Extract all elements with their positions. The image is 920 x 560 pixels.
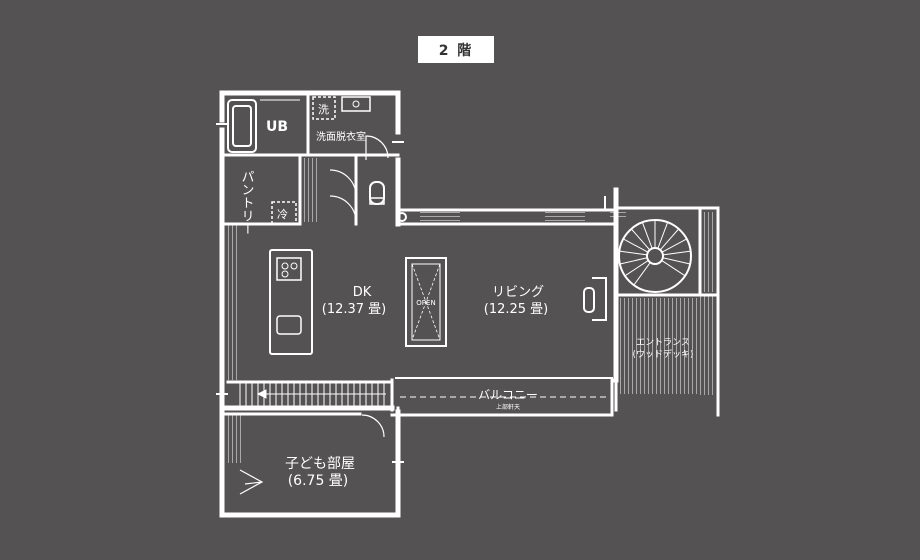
living-area: (12.25 畳) [484, 302, 549, 317]
ub-label: UB [266, 119, 288, 135]
spiral-step [641, 222, 653, 249]
spiral-step [619, 250, 648, 256]
spiral-step [662, 250, 691, 256]
fridge-space [271, 201, 297, 225]
hatched-elements [226, 158, 716, 463]
washer-mark: 洗 [318, 103, 329, 116]
open-mark: OPEN [416, 299, 435, 307]
spiral-step [657, 222, 669, 249]
spiral-step [630, 228, 651, 251]
kids-room-area: (6.75 畳) [288, 473, 349, 489]
spiral-step [661, 238, 687, 253]
spiral-step [661, 259, 686, 277]
entrance-sub: (ウッドデッキ) [632, 348, 693, 360]
balcony-sub: 上部軒天 [496, 403, 520, 411]
bathtub [227, 99, 300, 153]
dk-area: (12.37 畳) [322, 302, 387, 317]
kids-room-name: 子ども部屋 [285, 456, 355, 472]
spiral-step [633, 262, 651, 286]
spiral-stair [618, 219, 692, 293]
door-swings [239, 169, 385, 495]
floor-label: 2 階 [418, 36, 494, 63]
entrance-name: エントランス [636, 337, 690, 348]
pantry-label: パントリー [239, 170, 255, 235]
washroom-label: 洗面脱衣室 [316, 130, 366, 143]
spiral-step [662, 257, 691, 265]
kitchen-island [269, 249, 313, 355]
living-name: リビング [492, 285, 544, 300]
living-furniture [583, 277, 607, 321]
spiral-step [659, 228, 680, 251]
door-marks [216, 123, 606, 463]
open-void [405, 257, 447, 347]
washroom-fixtures [312, 96, 389, 205]
spiral-step [619, 257, 648, 265]
stairs [239, 383, 386, 407]
fridge-mark: 冷 [277, 208, 288, 221]
dk-name: DK [353, 285, 372, 300]
spiral-step [623, 238, 649, 253]
walls [219, 90, 720, 518]
spiral-step [624, 259, 649, 277]
balcony-name: バルコニー [478, 388, 538, 402]
